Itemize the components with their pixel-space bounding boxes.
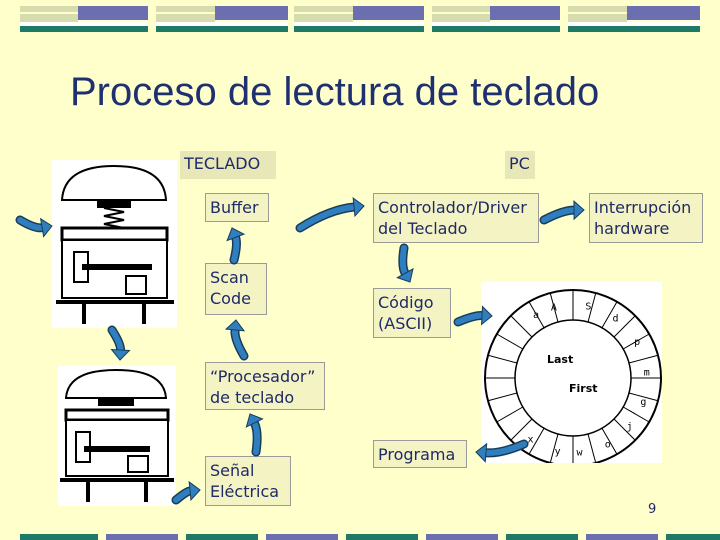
buffer-letter: p xyxy=(634,337,640,348)
buffer-slot-divider xyxy=(510,315,533,338)
top-band-0-part-1 xyxy=(77,6,148,20)
buffer-letter: d xyxy=(612,313,618,324)
arrow-bottom-key-to-senal xyxy=(171,480,201,505)
buffer-slot-divider xyxy=(549,433,559,463)
page-number: 9 xyxy=(648,502,657,517)
buffer-letter: y xyxy=(555,446,561,457)
buffer-letter: w xyxy=(576,448,583,459)
buffer-letter: m xyxy=(644,368,650,379)
controlador-box: Controlador/Driver del Teclado xyxy=(373,193,539,243)
arrow-buffer-to-controlador xyxy=(295,196,365,233)
top-band-4-part-2 xyxy=(568,14,628,22)
arrow-controlador-to-interrupcion xyxy=(539,199,585,225)
bottom-band-3 xyxy=(266,534,338,540)
buffer-letter: x xyxy=(528,435,534,446)
top-band-3-part-0 xyxy=(432,6,490,12)
bottom-band-6 xyxy=(506,534,578,540)
buffer-slot-divider xyxy=(496,333,524,350)
buffer-slot-divider xyxy=(601,427,618,455)
buffer-slot-divider xyxy=(487,392,518,402)
arrow-circular-buffer-to-programa xyxy=(475,439,529,463)
bottom-band-0 xyxy=(20,534,98,540)
arrow-senal-to-procesador xyxy=(245,413,264,457)
buffer-slot-divider xyxy=(549,292,559,323)
arrow-into-top-key xyxy=(15,215,53,238)
key-mechanism-image-top xyxy=(52,160,177,328)
scan-code-box: Scan Code xyxy=(205,263,267,315)
arrow-scancode-to-buffer xyxy=(226,227,246,265)
top-band-0-part-0 xyxy=(20,6,78,12)
buffer-slot-divider xyxy=(528,427,545,455)
top-band-3-part-4 xyxy=(432,26,560,32)
buffer-slot-divider xyxy=(601,301,618,329)
top-band-0-part-2 xyxy=(20,14,78,22)
top-band-1-part-2 xyxy=(156,14,216,22)
buffer-slot-divider xyxy=(510,418,533,441)
bottom-band-7 xyxy=(586,534,658,540)
interrupcion-box: Interrupción hardware xyxy=(589,193,703,243)
bottom-band-8 xyxy=(666,534,720,540)
bottom-band-4 xyxy=(346,534,418,540)
buffer-slot-divider xyxy=(613,315,636,338)
top-band-3-part-2 xyxy=(432,14,490,22)
buffer-slot-divider xyxy=(613,418,636,441)
top-band-0-part-4 xyxy=(20,26,148,32)
bottom-band-2 xyxy=(186,534,258,540)
slide-title: Proceso de lectura de teclado xyxy=(70,70,600,114)
buffer-letter: g xyxy=(640,397,646,408)
buffer-slot-divider xyxy=(622,406,650,423)
buffer-slot-divider xyxy=(587,433,597,463)
header-teclado: TECLADO xyxy=(180,151,276,179)
buffer-slot-divider xyxy=(587,292,597,323)
top-band-1-part-4 xyxy=(156,26,288,32)
buffer-slot-divider xyxy=(487,354,518,364)
buffer-letter: A xyxy=(551,303,557,314)
bottom-band-1 xyxy=(106,534,178,540)
buffer-letter: a xyxy=(533,310,539,321)
top-band-4-part-0 xyxy=(568,6,628,12)
circular-buffer-image: Last First A Sd a p m g j o w y x xyxy=(481,282,662,463)
bottom-band-5 xyxy=(426,534,498,540)
top-band-2-part-0 xyxy=(294,6,353,12)
top-band-4-part-4 xyxy=(568,26,700,32)
top-band-1-part-1 xyxy=(215,6,288,20)
top-band-2-part-2 xyxy=(294,14,353,22)
buffer-letter: j xyxy=(627,422,633,433)
procesador-box: “Procesador” de teclado xyxy=(205,362,325,410)
top-band-1-part-0 xyxy=(156,6,216,12)
arrow-key-top-to-bottom xyxy=(107,325,131,361)
key-mechanism-image-bottom xyxy=(58,366,176,506)
arrow-procesador-to-scancode xyxy=(224,319,249,361)
top-band-2-part-1 xyxy=(352,6,424,20)
buffer-box: Buffer xyxy=(205,193,269,222)
arrow-codigo-to-circular-buffer xyxy=(453,305,493,327)
buffer-slot-divider xyxy=(528,301,545,329)
buffer-letter: S xyxy=(585,302,591,313)
top-band-4-part-1 xyxy=(627,6,700,20)
arrow-controlador-to-codigo xyxy=(396,243,414,283)
buffer-first-label: First xyxy=(569,382,598,395)
buffer-slot-divider xyxy=(496,406,524,423)
buffer-letter: o xyxy=(605,439,611,450)
buffer-slot-divider xyxy=(622,333,650,350)
buffer-slot-divider xyxy=(628,354,659,364)
senal-electrica-box: Señal Eléctrica xyxy=(205,456,291,506)
top-band-2-part-4 xyxy=(294,26,424,32)
buffer-last-label: Last xyxy=(547,353,573,366)
top-band-3-part-1 xyxy=(489,6,560,20)
header-pc: PC xyxy=(505,151,535,179)
codigo-ascii-box: Código (ASCII) xyxy=(373,288,451,338)
programa-box: Programa xyxy=(373,440,467,468)
buffer-slot-divider xyxy=(628,392,659,402)
